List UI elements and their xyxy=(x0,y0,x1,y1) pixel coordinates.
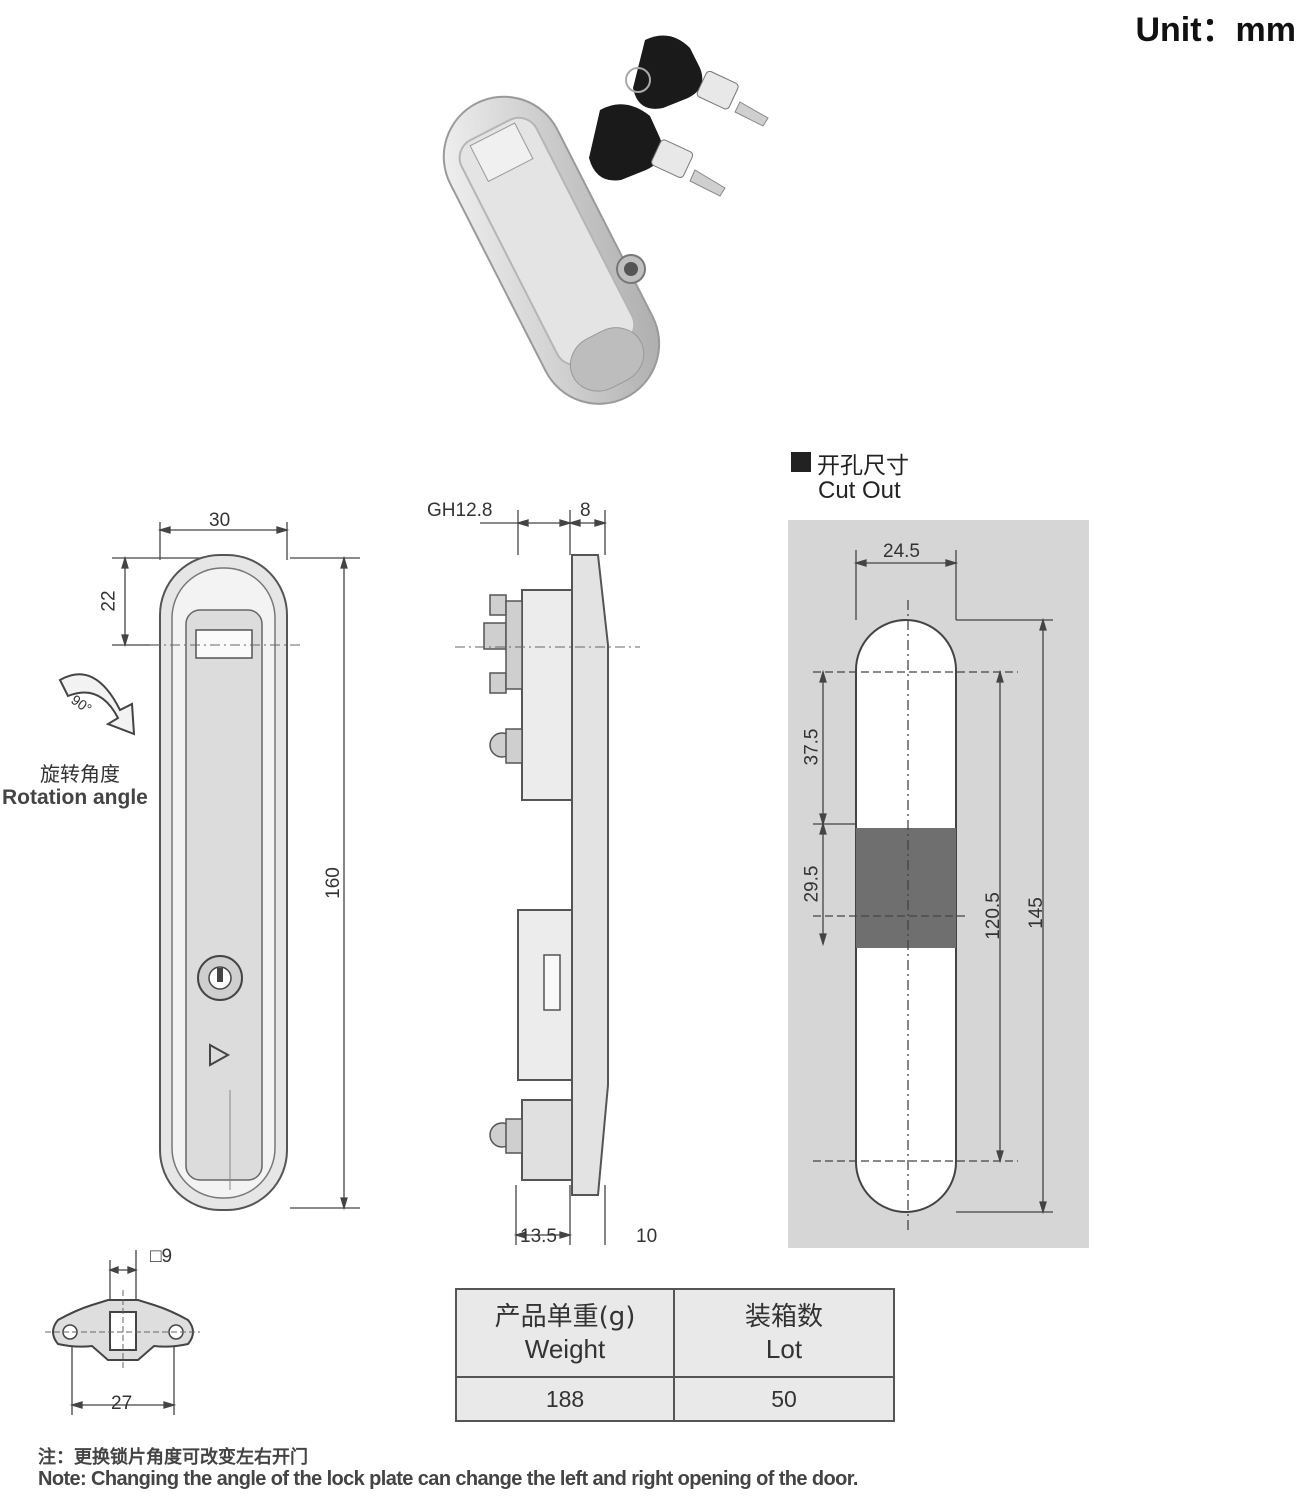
side-view-drawing xyxy=(455,510,640,1245)
front-keyhole-icon xyxy=(197,955,243,1001)
side-thread-dim: GH12.8 xyxy=(427,500,493,521)
front-height-dim: 160 xyxy=(322,867,344,899)
lot-header: 装箱数 Lot xyxy=(675,1290,893,1376)
product-photo xyxy=(442,35,769,405)
spec-table: 产品单重(g) Weight 装箱数 Lot 188 50 xyxy=(455,1288,895,1422)
keys-icon xyxy=(589,35,769,197)
lock-plate-square-dim: □9 xyxy=(150,1246,173,1267)
cutout-square-dim: 29.5 xyxy=(801,865,823,903)
cutout-width-dim: 24.5 xyxy=(883,541,920,562)
cutout-title-en: Cut Out xyxy=(818,477,901,504)
side-plate-dim: 8 xyxy=(580,500,591,521)
rotation-arrow-icon xyxy=(58,673,136,736)
keyhole-icon xyxy=(616,254,646,284)
weight-header-en: Weight xyxy=(524,1334,606,1364)
side-bottom-dim-right: 10 xyxy=(636,1226,658,1247)
table-row-divider xyxy=(457,1376,893,1378)
cutout-total-dim: 145 xyxy=(1025,897,1047,929)
weight-header-cn: 产品单重(g) xyxy=(494,1301,636,1332)
unit-label: Unit：mm xyxy=(1135,11,1296,49)
table-col-divider xyxy=(673,1290,675,1420)
front-width-dim: 30 xyxy=(209,510,231,531)
lot-value: 50 xyxy=(771,1385,797,1412)
front-view-drawing xyxy=(58,522,360,1211)
side-bottom-dim-left: 13.5 xyxy=(520,1226,557,1247)
weight-header: 产品单重(g) Weight xyxy=(457,1290,673,1376)
lot-header-cn: 装箱数 xyxy=(744,1301,823,1332)
lock-plate-width-dim: 27 xyxy=(111,1393,133,1414)
handle-body xyxy=(442,95,661,405)
note-en: Note: Changing the angle of the lock pla… xyxy=(38,1468,858,1490)
cutout-title-square xyxy=(791,452,811,472)
cutout-drawing xyxy=(788,520,1089,1248)
lot-header-en: Lot xyxy=(765,1334,803,1364)
arrow-indicator-icon xyxy=(209,1043,231,1067)
cutout-upper-dim: 37.5 xyxy=(801,728,823,766)
note-cn: 注：更换锁片角度可改变左右开门 xyxy=(38,1447,308,1468)
rotation-label-en: Rotation angle xyxy=(2,786,148,809)
rotation-label-cn: 旋转角度 xyxy=(40,762,120,786)
cutout-hole-span-dim: 120.5 xyxy=(982,892,1004,940)
cutout-title-cn: 开孔尺寸 xyxy=(817,453,909,479)
front-top-offset-dim: 22 xyxy=(98,590,120,612)
lock-plate-drawing xyxy=(45,1250,200,1415)
weight-value: 188 xyxy=(545,1385,585,1412)
